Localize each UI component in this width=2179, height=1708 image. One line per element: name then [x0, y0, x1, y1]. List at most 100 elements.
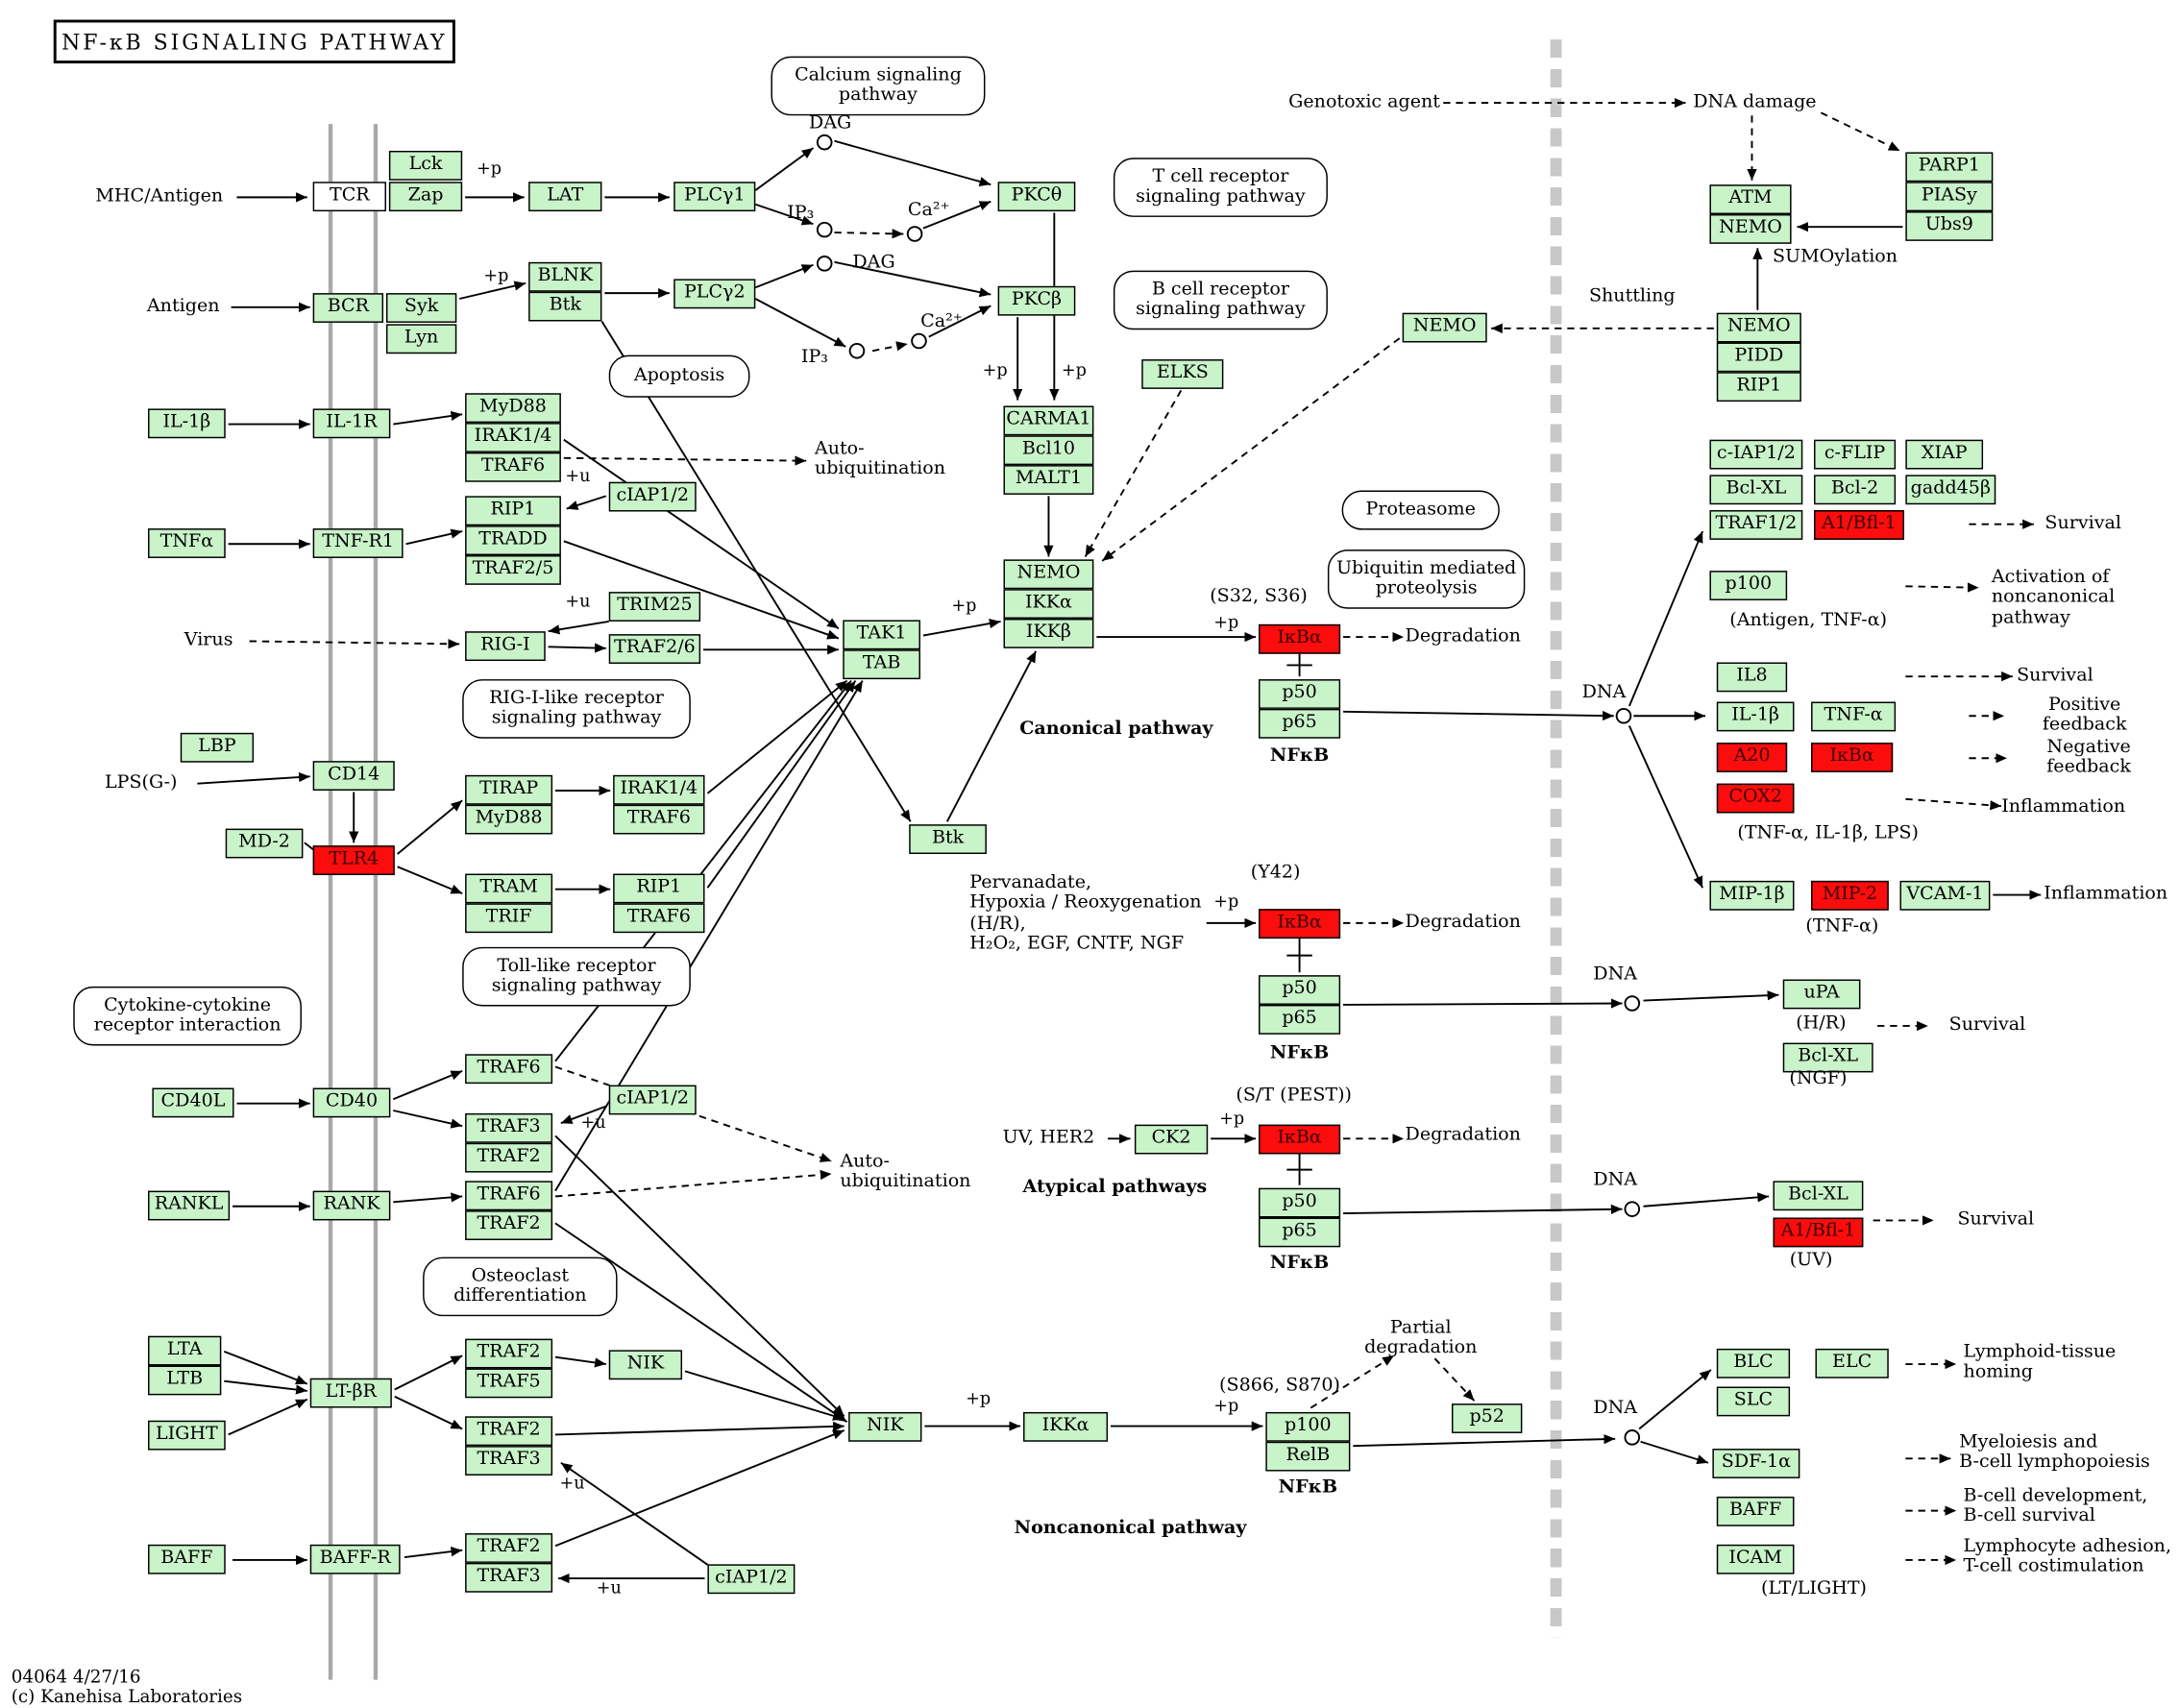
gene-box-piasy[interactable]: PIASy	[1905, 182, 1994, 212]
gene-box-elks[interactable]: ELKS	[1141, 359, 1224, 389]
gene-box-p65[interactable]: p65	[1259, 1217, 1341, 1248]
gene-box-slc[interactable]: SLC	[1716, 1386, 1791, 1417]
gene-box-myd88[interactable]: MyD88	[465, 393, 561, 424]
gene-box-pidd[interactable]: PIDD	[1716, 342, 1801, 373]
gene-box-traf2[interactable]: TRAF2	[465, 1338, 553, 1369]
gene-box-carma1[interactable]: CARMA1	[1003, 405, 1094, 436]
gene-box-sdf-1[interactable]: SDF-1α	[1712, 1449, 1800, 1478]
gene-box-traf3[interactable]: TRAF3	[465, 1562, 553, 1593]
gene-box-traf5[interactable]: TRAF5	[465, 1368, 553, 1399]
gene-box-rip1[interactable]: RIP1	[465, 496, 561, 526]
gene-box-traf2[interactable]: TRAF2	[465, 1142, 553, 1173]
gene-box-a1-bfl-1[interactable]: A1/Bfl-1	[1814, 510, 1904, 540]
gene-box-tab[interactable]: TAB	[843, 649, 920, 680]
gene-box-ikk[interactable]: IKKβ	[1003, 619, 1094, 648]
gene-box-pkc[interactable]: PKCβ	[997, 285, 1076, 316]
gene-box-traf6[interactable]: TRAF6	[613, 903, 705, 934]
gene-box-mip-2[interactable]: MIP-2	[1811, 880, 1889, 911]
gene-box-btk[interactable]: Btk	[909, 824, 987, 855]
gene-box-baff[interactable]: BAFF	[1716, 1496, 1795, 1526]
gene-box-tradd[interactable]: TRADD	[465, 525, 561, 555]
pathway-link-rig-i-like-receptor-signaling-pathway[interactable]: RIG-I-like receptor signaling pathway	[462, 679, 691, 739]
gene-box-nemo[interactable]: NEMO	[1709, 213, 1792, 244]
gene-box-zap[interactable]: Zap	[388, 182, 463, 212]
gene-box-nik[interactable]: NIK	[608, 1350, 683, 1380]
gene-box-plc-2[interactable]: PLCγ2	[673, 279, 756, 309]
gene-box-ciap1-2[interactable]: cIAP1/2	[608, 481, 697, 512]
gene-box-elc[interactable]: ELC	[1815, 1348, 1889, 1379]
gene-box-bcl-2[interactable]: Bcl-2	[1814, 475, 1897, 505]
gene-box-tnf[interactable]: TNF-α	[1811, 701, 1897, 732]
pathway-link-t-cell-receptor-signaling-pathway[interactable]: T cell receptor signaling pathway	[1113, 158, 1328, 217]
pathway-link-osteoclast-differentiation[interactable]: Osteoclast differentiation	[423, 1257, 618, 1317]
gene-box-traf3[interactable]: TRAF3	[465, 1112, 553, 1143]
gene-box-i-b[interactable]: IκBα	[1259, 909, 1341, 939]
gene-box-a20[interactable]: A20	[1716, 743, 1788, 772]
gene-box-upa[interactable]: uPA	[1782, 979, 1861, 1010]
gene-box-ubs9[interactable]: Ubs9	[1905, 211, 1994, 241]
gene-box-trif[interactable]: TRIF	[465, 903, 553, 934]
gene-box-tnf-r1[interactable]: TNF-R1	[312, 528, 404, 558]
gene-box-nemo[interactable]: NEMO	[1003, 559, 1094, 590]
gene-box-ikk[interactable]: IKKα	[1023, 1411, 1109, 1442]
gene-box-i-b[interactable]: IκBα	[1259, 623, 1341, 654]
gene-box-p50[interactable]: p50	[1259, 975, 1341, 1005]
gene-box-malt1[interactable]: MALT1	[1003, 465, 1094, 495]
gene-box-gadd45[interactable]: gadd45β	[1905, 475, 1996, 505]
gene-box-rig-i[interactable]: RIG-I	[465, 631, 546, 662]
gene-box-traf1-2[interactable]: TRAF1/2	[1709, 510, 1803, 540]
gene-box-traf3[interactable]: TRAF3	[465, 1446, 553, 1476]
gene-box-tcr[interactable]: TCR	[312, 182, 386, 212]
gene-box-il-1[interactable]: IL-1β	[1716, 701, 1795, 732]
gene-box-lck[interactable]: Lck	[388, 150, 463, 181]
gene-box-baff-r[interactable]: BAFF-R	[309, 1544, 401, 1574]
gene-box-traf6[interactable]: TRAF6	[465, 451, 561, 482]
pathway-link-calcium-signaling-pathway[interactable]: Calcium signaling pathway	[771, 56, 986, 116]
gene-box-atm[interactable]: ATM	[1709, 184, 1792, 214]
gene-box-tirap[interactable]: TIRAP	[465, 774, 553, 805]
gene-box-ciap1-2[interactable]: cIAP1/2	[707, 1564, 796, 1595]
gene-box-bcl10[interactable]: Bcl10	[1003, 435, 1094, 466]
gene-box-ltb[interactable]: LTB	[148, 1365, 222, 1396]
gene-box-i-b[interactable]: IκBα	[1259, 1124, 1341, 1155]
gene-box-xiap[interactable]: XIAP	[1905, 439, 1984, 470]
pathway-link-apoptosis[interactable]: Apoptosis	[608, 354, 750, 398]
gene-box-cd14[interactable]: CD14	[312, 761, 395, 791]
gene-box-parp1[interactable]: PARP1	[1905, 152, 1994, 183]
gene-box-baff[interactable]: BAFF	[148, 1544, 226, 1574]
gene-box-light[interactable]: LIGHT	[148, 1420, 226, 1451]
gene-box-traf2[interactable]: TRAF2	[465, 1416, 553, 1447]
gene-box-ciap1-2[interactable]: cIAP1/2	[608, 1085, 697, 1115]
gene-box-blnk[interactable]: BLNK	[528, 261, 602, 292]
gene-box-relb[interactable]: RelB	[1265, 1441, 1351, 1472]
pathway-link-ubiquitin-mediated-proteolysis[interactable]: Ubiquitin mediated proteolysis	[1327, 549, 1526, 609]
gene-box-bcl-xl[interactable]: Bcl-XL	[1782, 1042, 1873, 1073]
gene-box-cd40[interactable]: CD40	[312, 1087, 391, 1118]
pathway-link-b-cell-receptor-signaling-pathway[interactable]: B cell receptor signaling pathway	[1113, 270, 1328, 330]
gene-box-rip1[interactable]: RIP1	[613, 873, 705, 904]
gene-box-cd40l[interactable]: CD40L	[152, 1087, 234, 1118]
gene-box-mip-1[interactable]: MIP-1β	[1709, 880, 1795, 911]
gene-box-nemo[interactable]: NEMO	[1716, 312, 1801, 343]
gene-box-nemo[interactable]: NEMO	[1402, 312, 1487, 343]
gene-box-p65[interactable]: p65	[1259, 1004, 1341, 1035]
gene-box-rank[interactable]: RANK	[312, 1190, 391, 1221]
gene-box-lbp[interactable]: LBP	[180, 732, 255, 763]
gene-box-pkc[interactable]: PKCθ	[997, 182, 1076, 212]
gene-box-bcl-xl[interactable]: Bcl-XL	[1709, 475, 1803, 505]
gene-box-traf2[interactable]: TRAF2	[465, 1533, 553, 1563]
gene-box-i-b[interactable]: IκBα	[1811, 743, 1894, 772]
gene-box-tram[interactable]: TRAM	[465, 873, 553, 904]
pathway-link-toll-like-receptor-signaling-pathway[interactable]: Toll-like receptor signaling pathway	[462, 946, 691, 1007]
gene-box-irak1-4[interactable]: IRAK1/4	[465, 423, 561, 452]
gene-box-p52[interactable]: p52	[1452, 1403, 1523, 1433]
gene-box-lat[interactable]: LAT	[528, 182, 602, 212]
gene-box-traf6[interactable]: TRAF6	[613, 804, 705, 835]
gene-box-cox2[interactable]: COX2	[1716, 783, 1795, 814]
gene-box-syk[interactable]: Syk	[385, 293, 457, 323]
gene-box-trim25[interactable]: TRIM25	[608, 592, 701, 622]
gene-box-il-1r[interactable]: IL-1R	[312, 408, 391, 439]
gene-box-lta[interactable]: LTA	[148, 1335, 222, 1366]
gene-box-bcl-xl[interactable]: Bcl-XL	[1773, 1181, 1864, 1211]
gene-box-plc-1[interactable]: PLCγ1	[673, 182, 756, 212]
